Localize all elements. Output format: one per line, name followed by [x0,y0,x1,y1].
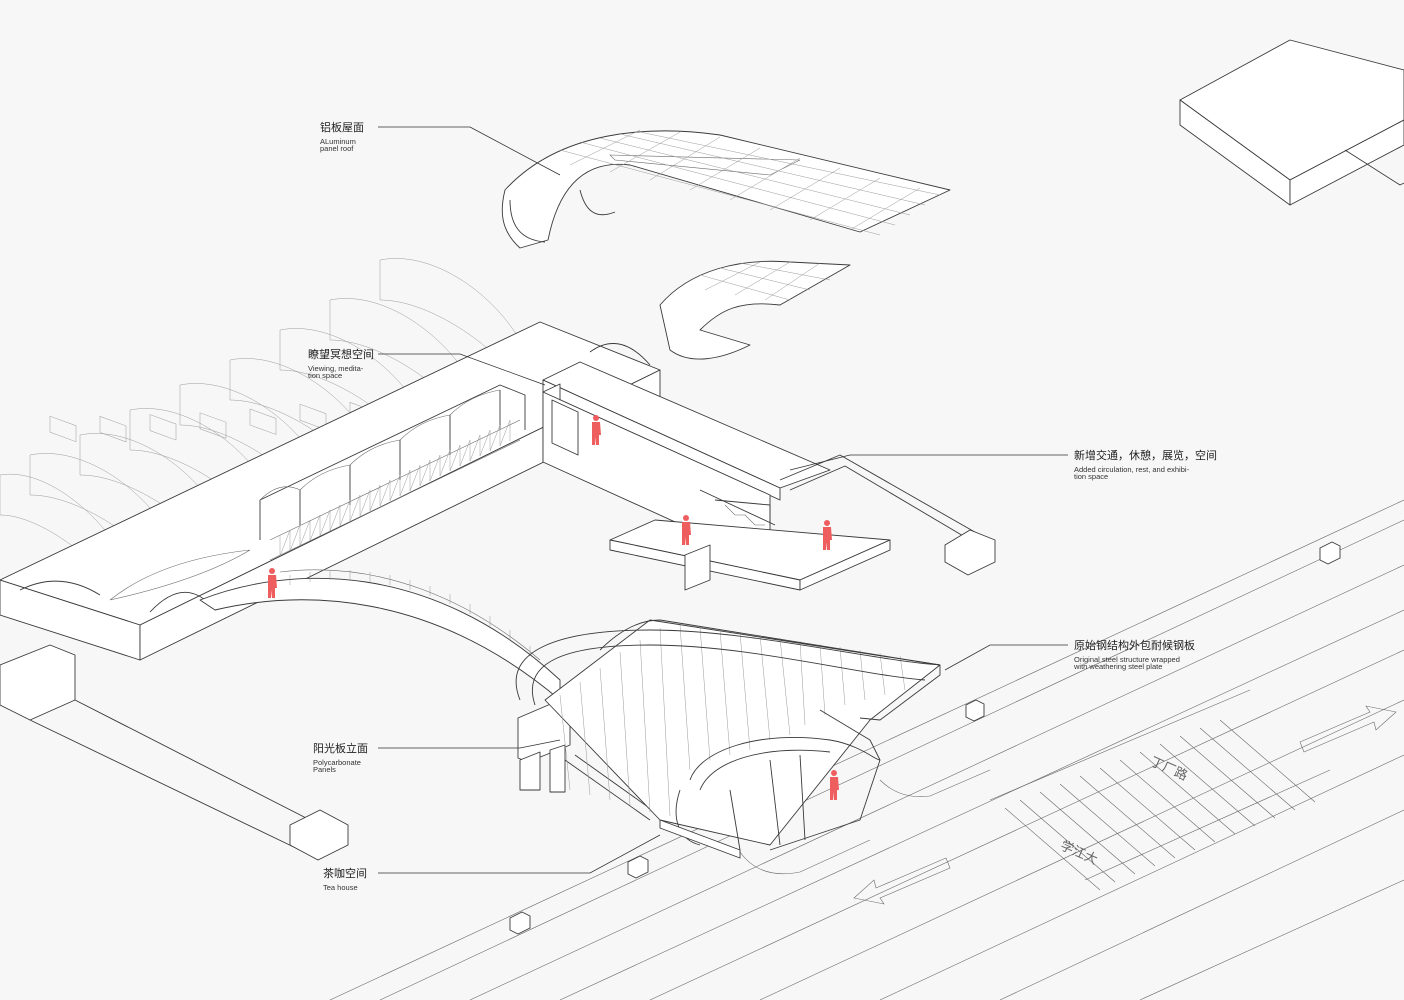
label-aluminum-roof: 铝板屋面 ALuminum panel roof [320,122,364,153]
person-icon [823,520,832,550]
polycarbonate-panels [559,624,906,817]
label-en: Polycarbonate Panels [313,757,361,775]
person-icon [592,415,601,445]
label-en: Added circulation, rest, and exhibi- tio… [1074,464,1190,482]
label-viewing-meditation: 瞭望冥想空间 Viewing, medita- tion space [308,349,374,380]
label-en: Tea house [323,882,358,892]
crosswalk [989,689,1331,891]
label-polycarbonate-facade: 阳光板立面 Polycarbonate Panels [313,743,368,774]
person-icon [682,515,691,545]
label-en: Viewing, medita- tion space [308,363,364,381]
curved-bridge [199,569,561,701]
aluminum-roof-upper [501,129,951,249]
label-zh: 阳光板立面 [313,742,368,755]
label-circulation-space: 新增交通，休憩，展览，空间 Added circulation, rest, a… [1074,450,1217,481]
circulation-volume [542,361,996,591]
label-weathering-steel: 原始钢结构外包耐候钢板 Original steel structure wra… [1074,640,1195,671]
lane-arrow-left [853,857,951,905]
label-zh: 新增交通，休憩，展览，空间 [1074,449,1217,462]
leader-lines [378,126,1068,874]
label-zh: 铝板屋面 [320,121,364,134]
label-zh: 茶咖空间 [323,867,367,880]
pier-railing [269,419,521,561]
label-zh: 原始钢结构外包耐候钢板 [1074,639,1195,652]
background-building [1179,39,1404,206]
label-tea-house: 茶咖空间 Tea house [323,868,367,891]
aluminum-roof-lower [659,260,851,360]
label-en: ALuminum panel roof [320,136,356,154]
person-icon [268,568,277,598]
human-figures [268,415,839,800]
person-icon [830,770,839,800]
road-network [329,499,1404,1000]
label-en: Original steel structure wrapped with we… [1074,654,1180,672]
tea-house-structure [515,619,941,859]
lane-arrow-right [1299,705,1397,753]
label-zh: 瞭望冥想空间 [308,348,374,361]
